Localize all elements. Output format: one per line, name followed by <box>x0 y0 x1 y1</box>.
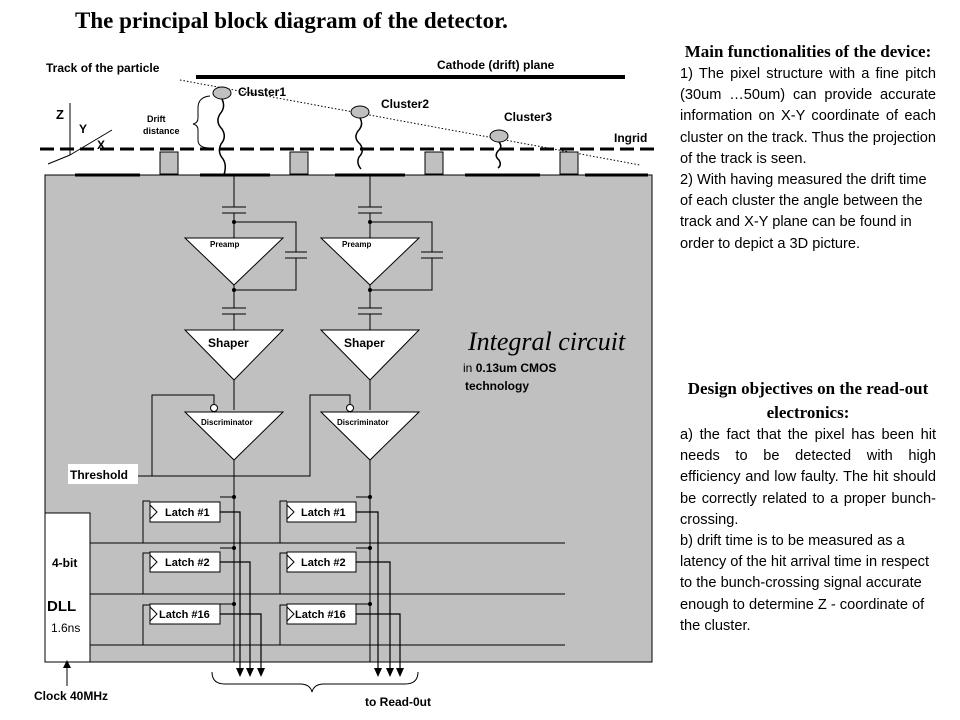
shaper-2-label: Shaper <box>344 336 385 350</box>
clock-label: Clock 40MHz <box>34 689 108 703</box>
channel-2-blocks <box>319 237 421 461</box>
functionalities-heading: Main functionalities of the device: <box>684 42 932 61</box>
channel-1-blocks <box>183 237 285 461</box>
functionality-point-2: 2) With having measured the drift time o… <box>680 172 927 252</box>
cluster3 <box>489 129 509 169</box>
axes-glyph <box>47 103 113 165</box>
ic-tech-line1: in 0.13um CMOS <box>463 361 556 375</box>
design-objectives-heading: Design objectives on the read-out electr… <box>687 379 929 422</box>
pixel-pads <box>159 151 579 175</box>
shaper-1-label: Shaper <box>208 336 249 350</box>
page-title: The principal block diagram of the detec… <box>75 8 508 33</box>
latches-1-clock-marks <box>149 504 158 622</box>
functionalities-section: Main functionalities of the device: 1) T… <box>680 40 936 255</box>
latch1-2-label: Latch #1 <box>301 507 346 519</box>
discriminator-2 <box>319 411 421 461</box>
shaper-1 <box>183 329 285 381</box>
cluster2-label: Cluster2 <box>381 97 429 111</box>
cluster2 <box>350 105 370 170</box>
discriminator-1-label: Discriminator <box>201 418 253 427</box>
preamp-1 <box>183 237 285 286</box>
discriminator-2-label: Discriminator <box>337 418 389 427</box>
threshold-label: Threshold <box>70 468 128 482</box>
latch16-1-label: Latch #16 <box>159 609 210 621</box>
drift-distance-brace <box>192 95 211 149</box>
threshold-box <box>68 464 138 484</box>
design-objectives-section: Design objectives on the read-out electr… <box>680 377 936 637</box>
clock-lines <box>90 542 565 646</box>
particle-track <box>179 79 641 166</box>
clock-taps <box>142 500 287 645</box>
preamp-2-label: Preamp <box>342 240 371 249</box>
dll-block <box>44 512 91 663</box>
preamp-1-label: Preamp <box>210 240 239 249</box>
readout-label: to Read-0ut <box>365 695 431 709</box>
latches-2-clock-marks <box>286 504 295 622</box>
channel-1 <box>222 175 307 662</box>
axis-y-label: Y <box>79 122 87 136</box>
latch1-1-label: Latch #1 <box>165 507 210 519</box>
objective-point-a: a) the fact that the pixel has been hit … <box>680 427 936 528</box>
readout-arrowheads <box>236 668 404 677</box>
ic-title: Integral circuit <box>467 327 626 356</box>
ingrid-label: Ingrid <box>614 131 647 145</box>
latch2-1-label: Latch #2 <box>165 557 210 569</box>
latches-2 <box>286 501 357 625</box>
ic-tech-line2: technology <box>465 379 529 393</box>
latch2-2-label: Latch #2 <box>301 557 346 569</box>
dll-label: DLL <box>47 598 76 615</box>
discriminator-1 <box>183 411 285 461</box>
latches-1 <box>149 501 221 625</box>
shaper-2 <box>319 329 421 381</box>
dll-bits-label: 4-bit <box>52 556 77 570</box>
readout-brace <box>211 671 419 693</box>
latch-outputs-1 <box>220 511 262 668</box>
junction-dots-1 <box>232 220 236 606</box>
preamp-2 <box>319 237 421 286</box>
threshold-wiring <box>138 394 351 477</box>
cluster3-label: Cluster3 <box>504 110 552 124</box>
axis-z-label: Z <box>56 107 64 122</box>
cathode-label: Cathode (drift) plane <box>437 58 555 72</box>
track-label: Track of the particle <box>46 61 160 75</box>
cluster1-label: Cluster1 <box>238 85 286 99</box>
functionality-point-1: 1) The pixel structure with a fine pitch… <box>680 66 936 167</box>
axis-x-label: X <box>97 138 105 152</box>
cluster1 <box>212 86 232 176</box>
clock-input-arrow <box>63 660 71 668</box>
ic-in: in <box>463 361 476 375</box>
channel-2 <box>358 175 443 662</box>
detector-block-diagram: Z Y X Track of the particle Cathode (dri… <box>34 58 655 709</box>
latch-outputs-2 <box>356 511 401 668</box>
latch16-2-label: Latch #16 <box>295 609 346 621</box>
latch-data-taps <box>220 496 370 605</box>
ic-tech: 0.13um CMOS <box>476 361 557 375</box>
objective-point-b: b) drift time is to be measured as a lat… <box>680 533 930 634</box>
drift-distance-label: Drift distance <box>143 114 180 136</box>
dll-step-label: 1.6ns <box>51 621 80 635</box>
